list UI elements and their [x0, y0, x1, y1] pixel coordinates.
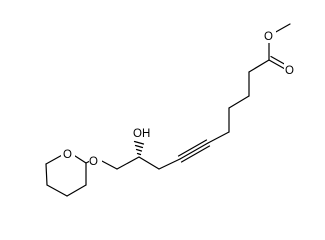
ester-oxygen-label: O [264, 31, 273, 43]
bond-ch2-choh [116, 156, 140, 170]
bond-ring-6 [45, 163, 48, 186]
bond-ring-5 [46, 184, 68, 197]
bond-chain-5 [248, 59, 270, 73]
bond-chain-1 [207, 131, 230, 144]
bond-ring-4 [66, 184, 87, 197]
bonds [45, 23, 291, 197]
bond-chain-3 [228, 95, 250, 109]
bond-choh-ch2 [138, 156, 160, 170]
hashed-wedge-oh [133, 140, 145, 156]
ring-oxygen-label: O [63, 149, 72, 161]
ether-oxygen-label: O [89, 156, 98, 168]
atom-labels: O O OH O O [61, 29, 297, 168]
structure-canvas: O O OH O O [45, 23, 297, 197]
bond-ch2-alkyne [158, 158, 181, 170]
bond-oether-ch2 [99, 159, 118, 170]
chemical-structure: O O OH O O [45, 23, 297, 197]
hydroxyl-label: OH [133, 128, 150, 140]
triple-bond [177, 139, 211, 163]
carbonyl-oxygen-label: O [285, 65, 294, 77]
bond-oester-methyl [273, 23, 291, 34]
